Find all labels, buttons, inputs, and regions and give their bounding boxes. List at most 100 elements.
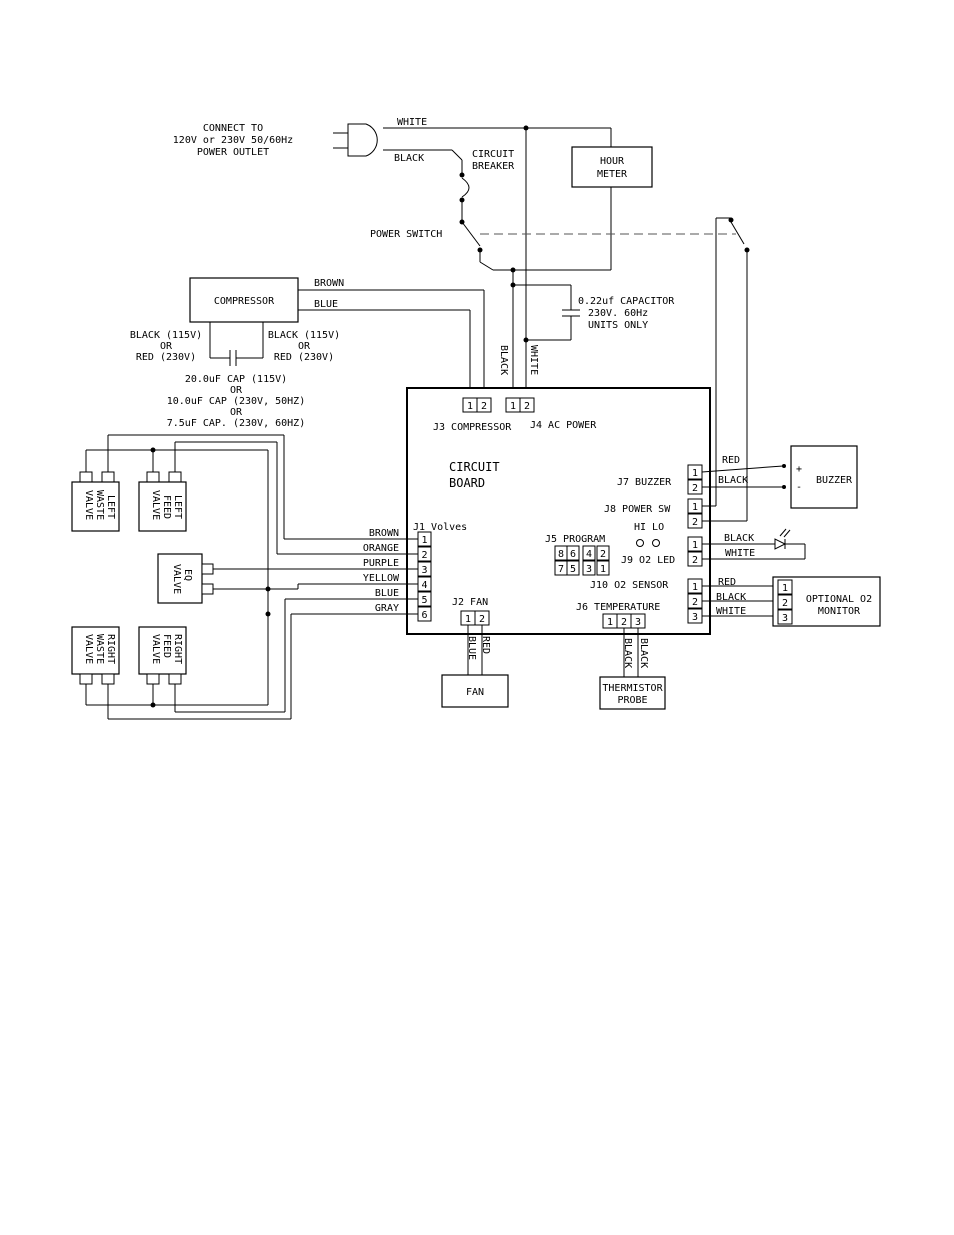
o2-led-icon — [774, 528, 791, 550]
compressor-brown-label: BROWN — [314, 278, 344, 289]
fan — [441, 674, 509, 708]
j7-label: J7 BUZZER — [617, 477, 672, 488]
hilo-label: HI LO — [634, 522, 664, 533]
j6-pin1: 1 — [607, 617, 613, 628]
o2-monitor-line2: MONITOR — [818, 606, 861, 617]
right-waste-line1: RIGHT — [105, 634, 116, 664]
hour-meter — [571, 146, 653, 188]
compressor-label: COMPRESSOR — [214, 296, 275, 307]
j9-connector: 1 2 — [687, 536, 703, 567]
j5-label: J5 PROGRAM — [545, 534, 605, 545]
j1-pin3: 3 — [421, 565, 427, 576]
cap-value-line2: OR — [230, 385, 243, 396]
o2-monitor-connector: 1 2 3 — [777, 579, 793, 625]
comp-left-line3: RED (230V) — [136, 352, 196, 363]
cap-value-line3: 10.0uF CAP (230V, 50HZ) — [167, 396, 305, 407]
j2-label: J2 FAN — [452, 597, 488, 608]
outlet-label-line2: 120V or 230V 50/60Hz — [173, 135, 293, 146]
fan-blue-label: BLUE — [466, 636, 477, 660]
j10-pin1: 1 — [692, 582, 698, 593]
right-feed-valve — [138, 626, 187, 685]
j2-connector: 1 2 — [460, 610, 490, 626]
j5-pin-top-3: 4 — [586, 549, 592, 560]
o2-pin3: 3 — [782, 613, 788, 624]
comp-right-line3: RED (230V) — [274, 352, 334, 363]
left-feed-line2: FEED — [161, 495, 172, 519]
eq-valve-line1: EQ — [182, 569, 193, 581]
j2-pin1: 1 — [465, 614, 471, 625]
j6-pin3: 3 — [635, 617, 641, 628]
power-switch-label: POWER SWITCH — [370, 229, 442, 240]
power-switch-right — [702, 217, 750, 522]
o2-pin1: 1 — [782, 583, 788, 594]
j10-connector: 1 2 3 — [687, 578, 703, 624]
left-waste-valve — [71, 471, 120, 532]
j5-pin-bottom-2: 5 — [570, 564, 576, 575]
j1-pin6: 6 — [421, 610, 427, 621]
breaker-label-line1: CIRCUIT — [472, 149, 514, 160]
j8-pin1: 1 — [692, 502, 698, 513]
j9-label: J9 O2 LED — [621, 555, 675, 566]
valve-harness — [85, 434, 418, 720]
j4-white-label: WHITE — [528, 345, 539, 375]
thermistor-wires — [623, 628, 639, 677]
valve-wire-gray: GRAY — [375, 603, 399, 614]
comp-right-line2: OR — [298, 341, 311, 352]
outlet-label-line1: CONNECT TO — [203, 123, 263, 134]
fan-wires — [467, 625, 483, 675]
valve-wire-purple: PURPLE — [363, 558, 399, 569]
j10-pin2: 2 — [692, 597, 698, 608]
j6-connector: 1 2 3 — [602, 613, 646, 629]
buzzer-label: BUZZER — [816, 475, 853, 486]
o2-red-label: RED — [718, 577, 736, 588]
j1-pin4: 4 — [421, 580, 427, 591]
left-feed-line1: LEFT — [172, 495, 183, 519]
comp-left-line2: OR — [160, 341, 173, 352]
right-feed-line3: VALVE — [150, 634, 161, 664]
buzzer-black-label: BLACK — [718, 475, 748, 486]
circuit-board — [406, 387, 711, 635]
fan-red-label: RED — [480, 636, 491, 654]
o2-pin2: 2 — [782, 598, 788, 609]
buzzer-red-label: RED — [722, 455, 740, 466]
right-waste-line3: VALVE — [83, 634, 94, 664]
j5-pin-bottom-3: 3 — [586, 564, 592, 575]
j9-pin1: 1 — [692, 540, 698, 551]
j4-connector: 1 2 — [505, 397, 535, 413]
led-white-label: WHITE — [725, 548, 755, 559]
hour-meter-line1: HOUR — [600, 156, 625, 167]
compressor-blue-label: BLUE — [314, 299, 338, 310]
hilo-indicators — [636, 539, 660, 547]
left-feed-line3: VALVE — [150, 490, 161, 520]
j3-pin1: 1 — [467, 401, 473, 412]
buzzer-plus: + — [796, 464, 802, 475]
ac-junction — [510, 267, 580, 398]
j4-label: J4 AC POWER — [530, 420, 597, 431]
left-feed-valve — [138, 471, 187, 532]
left-waste-line1: LEFT — [105, 495, 116, 519]
right-feed-line1: RIGHT — [172, 634, 183, 664]
j3-connector: 1 2 — [462, 397, 492, 413]
cap-value-line5: 7.5uF CAP. (230V, 60HZ) — [167, 418, 305, 429]
j5-pin-top-2: 6 — [570, 549, 576, 560]
thermistor-black1-label: BLACK — [622, 638, 633, 668]
o2-monitor-line1: OPTIONAL O2 — [806, 594, 872, 605]
j4-pin1: 1 — [510, 401, 516, 412]
valve-wire-orange: ORANGE — [363, 543, 399, 554]
comp-right-line1: BLACK (115V) — [268, 330, 340, 341]
o2-black-label: BLACK — [716, 592, 746, 603]
j6-label: J6 TEMPERATURE — [576, 602, 660, 613]
buzzer-minus: - — [796, 482, 802, 493]
j2-pin2: 2 — [479, 614, 485, 625]
j1-connector: 1 2 3 4 5 6 — [417, 531, 432, 622]
eq-valve — [157, 553, 214, 604]
board-label-line2: BOARD — [449, 476, 485, 490]
j3-pin2: 2 — [481, 401, 487, 412]
j8-connector: 1 2 — [687, 498, 703, 529]
hour-meter-line2: METER — [597, 169, 628, 180]
j5-pin-bottom-4: 1 — [600, 564, 606, 575]
white-wire — [383, 125, 612, 398]
board-label-line1: CIRCUIT — [449, 460, 500, 474]
fan-label: FAN — [466, 687, 484, 698]
